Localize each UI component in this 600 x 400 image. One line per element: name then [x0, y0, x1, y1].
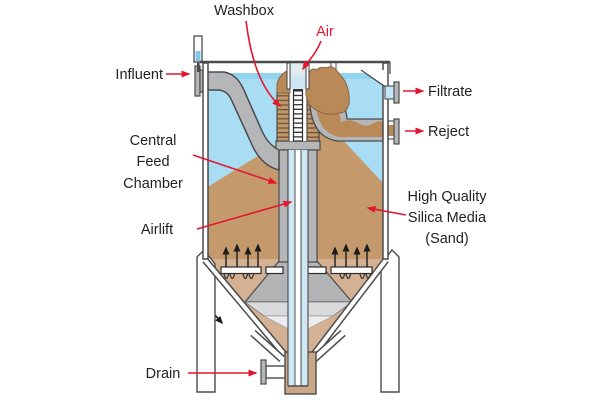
label-airlift: Airlift: [141, 222, 173, 238]
influent-pipe: [204, 71, 280, 171]
label-media-2: Silica Media: [408, 210, 487, 226]
airlift-tube: [287, 150, 309, 387]
washbox-arrow: [245, 20, 282, 108]
reject-flange: [393, 118, 400, 145]
label-central-feed-3: Chamber: [123, 176, 183, 192]
washbox-ladder: [292, 89, 304, 142]
airlift-tube-core: [295, 150, 301, 386]
filtrate-flange: [393, 81, 400, 104]
label-air: Air: [316, 24, 334, 40]
upflow-arrows: [222, 243, 371, 267]
drain-pipe: [265, 365, 287, 379]
drain-flange: [260, 359, 267, 385]
cone-walls: [202, 257, 389, 362]
right-leg: [380, 248, 400, 393]
label-central-feed-1: Central: [130, 133, 177, 149]
air-inlet-tube: [286, 62, 310, 90]
label-drain: Drain: [146, 366, 181, 382]
media-retainers: [223, 273, 372, 280]
label-washbox: Washbox: [214, 3, 275, 19]
labels: Washbox Air Influent Central Feed Chambe…: [115, 3, 487, 382]
label-influent: Influent: [115, 67, 163, 83]
left-leg: [196, 248, 216, 393]
label-media-1: High Quality: [408, 189, 488, 205]
label-media-3: (Sand): [425, 231, 469, 247]
support-legs: [196, 248, 400, 393]
label-leaders: [166, 20, 425, 377]
central-feed-arrow: [192, 154, 278, 184]
media-arrow: [366, 205, 407, 216]
filtrate-outlet: [360, 69, 400, 104]
tank-shell: [200, 60, 391, 260]
sight-glass: [193, 35, 203, 72]
label-filtrate: Filtrate: [428, 84, 472, 100]
distribution-arms: [220, 243, 373, 280]
label-central-feed-2: Feed: [136, 154, 169, 170]
airlift-arrow: [196, 200, 293, 230]
label-reject: Reject: [428, 124, 469, 140]
tank-wall-left: [202, 62, 209, 260]
washbox-rib-left: [276, 87, 290, 142]
air-arrow: [302, 40, 322, 71]
